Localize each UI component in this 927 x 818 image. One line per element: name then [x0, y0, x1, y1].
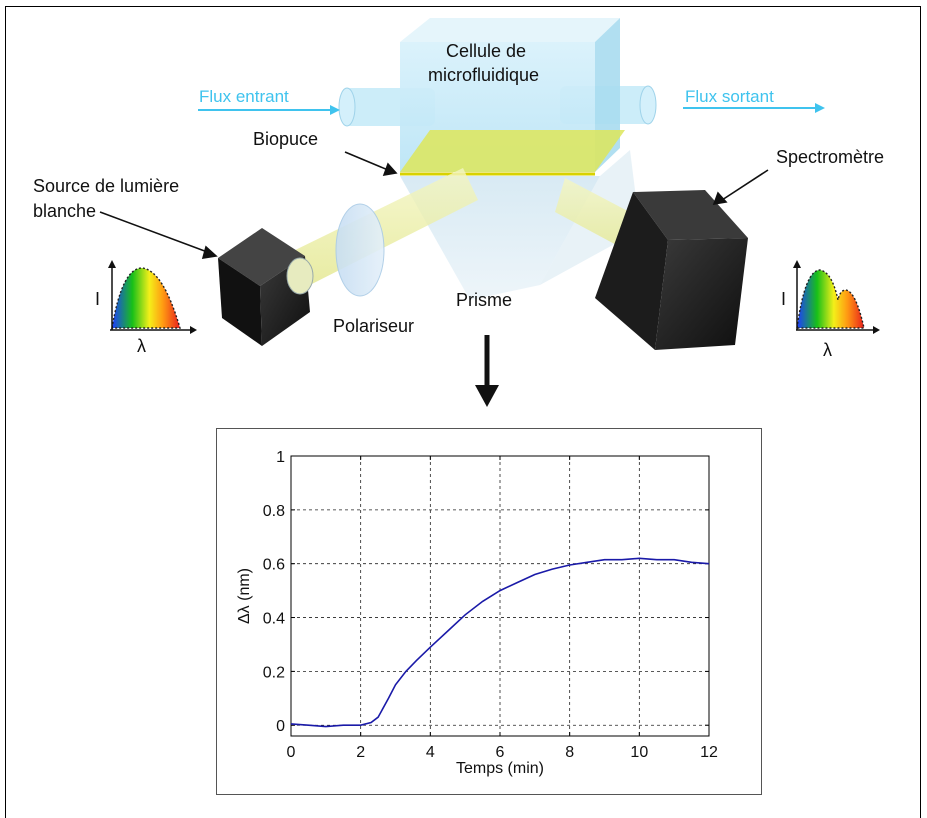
x-tick-label-4: 8	[565, 744, 574, 761]
spectrometer-label: Spectromètre	[776, 147, 885, 167]
x-tick-label-1: 2	[356, 744, 365, 761]
x-tick-label-5: 10	[630, 744, 648, 761]
spr-setup-diagram	[99, 18, 880, 407]
x-tick-label-2: 4	[426, 744, 435, 761]
down-arrow	[475, 335, 499, 407]
right-lambda-axis-label: λ	[823, 340, 832, 360]
flux-out-label: Flux sortant	[685, 87, 774, 106]
x-tick-label-6: 12	[700, 744, 718, 761]
cell-label-line1: Cellule de	[446, 41, 527, 61]
spectrometer-box	[595, 190, 748, 350]
x-axis-label: Temps (min)	[456, 760, 544, 777]
polarizer-label: Polariseur	[333, 316, 415, 336]
y-axis-label: Δλ (nm)	[236, 568, 253, 624]
y-tick-label-0: 0	[276, 718, 285, 735]
series-line-0	[290, 557, 710, 728]
prism-label: Prisme	[456, 290, 513, 310]
y-tick-label-2: 0.4	[263, 611, 285, 628]
input-spectrum-graph	[108, 260, 197, 334]
biochip-layer	[400, 130, 625, 172]
flux-in-label: Flux entrant	[199, 87, 289, 106]
output-spectrum-graph	[793, 260, 880, 334]
right-intensity-axis-label: I	[781, 289, 787, 309]
flow-in-arrow	[198, 105, 340, 115]
figure-frame	[5, 6, 921, 818]
light-source-box	[218, 228, 314, 346]
left-intensity-axis-label: I	[95, 289, 101, 309]
y-tick-label-3: 0.6	[263, 557, 285, 574]
y-tick-label-5: 1	[276, 449, 285, 466]
y-tick-label-4: 0.8	[263, 503, 285, 520]
polarizer-lens	[335, 203, 385, 297]
left-lambda-axis-label: λ	[137, 336, 146, 356]
flow-out-arrow	[683, 103, 825, 113]
source-label-line2: blanche	[33, 201, 97, 221]
y-tick-label-1: 0.2	[263, 664, 285, 681]
x-tick-label-3: 6	[496, 744, 505, 761]
cell-label-line2: microfluidique	[428, 65, 540, 85]
pointer-arrows	[99, 151, 769, 259]
x-tick-label-0: 0	[287, 744, 296, 761]
biochip-label: Biopuce	[253, 129, 319, 149]
source-label-line1: Source de lumière	[33, 176, 180, 196]
